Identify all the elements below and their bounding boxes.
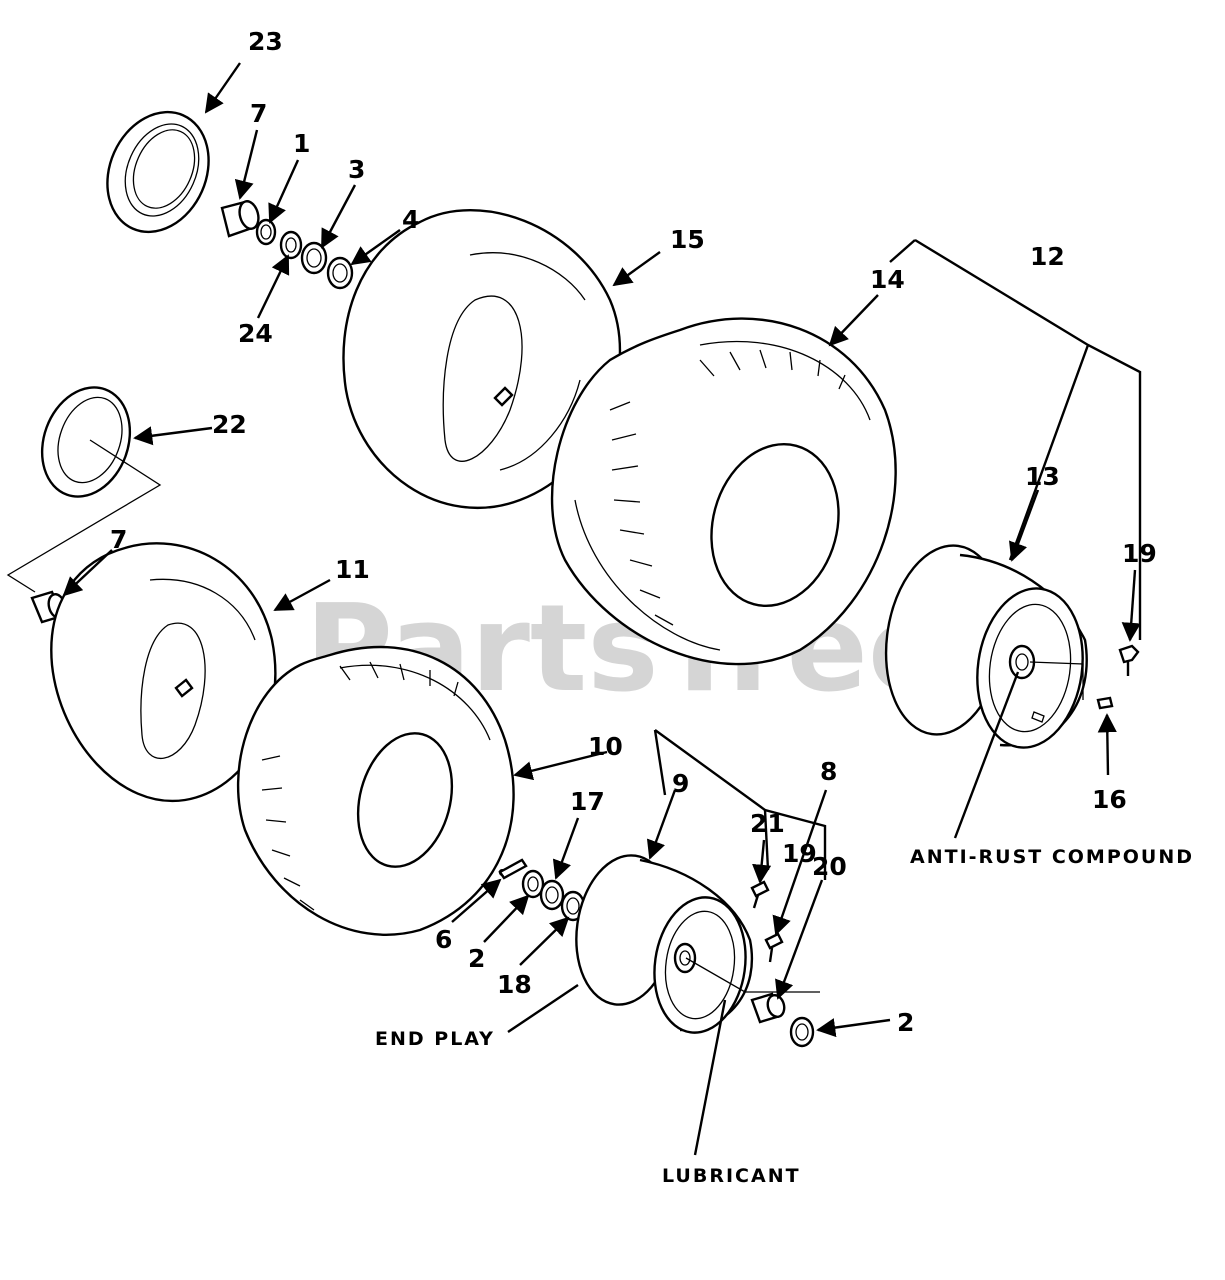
- group-10-to-21: [763, 809, 770, 871]
- callout-9: 9: [672, 769, 689, 798]
- lower-hub-centerline: [685, 957, 820, 993]
- group-10-bracket: [654, 729, 827, 880]
- group-12-to-14: [889, 239, 916, 263]
- callout-17: 17: [570, 787, 605, 816]
- callout-7-top: 7: [250, 99, 267, 128]
- part-21-grease-fitting: [750, 880, 770, 909]
- part-11-inner-tube: [50, 542, 277, 803]
- callout-10: 10: [588, 732, 623, 761]
- callout-18: 18: [497, 970, 532, 999]
- callout-4: 4: [402, 205, 419, 234]
- part-20-bushing: [750, 992, 786, 1024]
- part-23-seal: [106, 110, 210, 234]
- callout-12: 12: [1030, 242, 1065, 271]
- callout-7-left: 7: [110, 525, 127, 554]
- part-14-tire: [550, 317, 897, 666]
- callout-3: 3: [348, 155, 365, 184]
- callout-2-right: 2: [897, 1008, 914, 1037]
- group-12-to-13: [1008, 344, 1090, 561]
- part-9-rim: [575, 854, 754, 1034]
- leaders: [62, 62, 1141, 1156]
- bearing-stack-lower: [498, 858, 586, 922]
- part-10-tire: [237, 645, 515, 936]
- callout-6: 6: [435, 925, 452, 954]
- callout-13: 13: [1025, 462, 1060, 491]
- callout-2-lower: 2: [468, 944, 485, 973]
- callout-21: 21: [750, 809, 785, 838]
- part-7-bushing-top: [220, 200, 260, 238]
- callout-22: 22: [212, 410, 247, 439]
- part-16-key: [1096, 696, 1114, 710]
- part-13-rim: [884, 544, 1088, 749]
- callout-labels: 23 7 1 3 4 24 15 14 12 13 19 16 22 7 11 …: [110, 27, 1157, 1037]
- group-12-bracket: [914, 238, 1142, 640]
- part-22-seal: [40, 386, 132, 498]
- callout-24: 24: [238, 319, 273, 348]
- bearing-stack-top: [255, 218, 354, 290]
- part-19-valve-lower: [764, 932, 784, 963]
- note-end-play: END PLAY: [375, 1028, 495, 1050]
- callout-1: 1: [293, 129, 310, 158]
- part-19-valve-upper: [1118, 644, 1140, 676]
- hub-centerline: [1029, 661, 1084, 700]
- callout-19-upper: 19: [1122, 539, 1157, 568]
- callout-14: 14: [870, 265, 905, 294]
- callout-19-lower: 19: [782, 839, 817, 868]
- note-anti-rust-compound: ANTI-RUST COMPOUND: [910, 846, 1194, 868]
- part-15-inner-tube: [342, 208, 622, 510]
- callout-8: 8: [820, 757, 837, 786]
- part-2-washer-right: [789, 1016, 815, 1048]
- callout-15: 15: [670, 225, 705, 254]
- note-lubricant: LUBRICANT: [662, 1165, 801, 1187]
- callout-23: 23: [248, 27, 283, 56]
- part-22-leader-bracket: [6, 439, 162, 593]
- group-10-to-9: [653, 729, 667, 796]
- callout-11: 11: [335, 555, 370, 584]
- callout-16: 16: [1092, 785, 1127, 814]
- callout-20: 20: [812, 852, 847, 881]
